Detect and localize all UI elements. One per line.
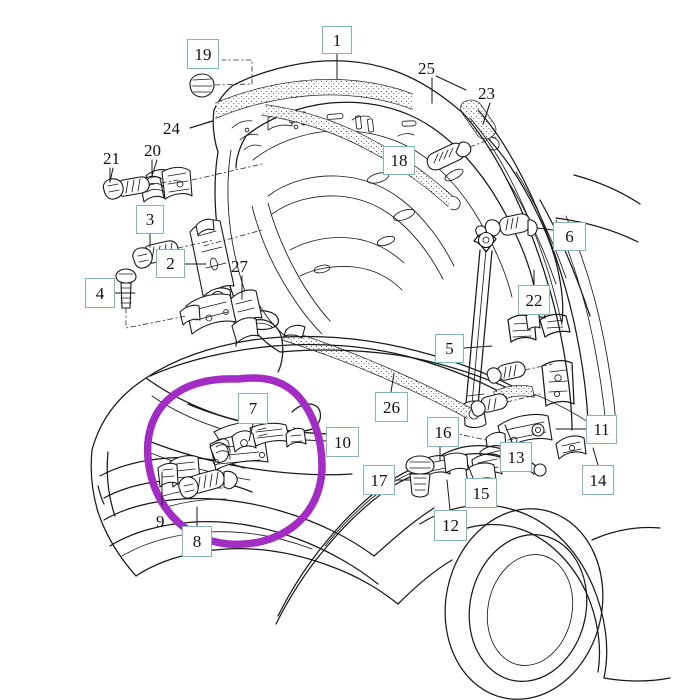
part-20-lock-cylinder	[139, 159, 263, 203]
part-27-bracket	[227, 275, 263, 344]
callout-14[interactable]: 14	[582, 465, 614, 495]
callout-11[interactable]: 11	[586, 415, 617, 444]
callout-19[interactable]: 19	[187, 39, 219, 69]
label-24: 24	[163, 119, 180, 138]
purple-highlight-annotation	[143, 374, 326, 549]
callout-13[interactable]: 13	[500, 442, 532, 472]
label-21: 21	[103, 149, 120, 168]
part-6-bolt	[475, 213, 554, 238]
part-21-bolt	[102, 167, 179, 200]
car-body-lower	[90, 310, 671, 700]
leader-24	[189, 120, 213, 129]
label-9: 9	[156, 512, 165, 531]
label-20: 20	[144, 141, 161, 160]
callout-10[interactable]: 10	[326, 427, 359, 457]
callout-3[interactable]: 3	[136, 205, 164, 234]
body-a-pillar	[461, 109, 641, 439]
callout-26[interactable]: 26	[375, 392, 408, 422]
label-27: 27	[231, 257, 248, 276]
callout-17[interactable]: 17	[363, 465, 395, 495]
leader-23	[482, 102, 491, 125]
callout-12[interactable]: 12	[434, 510, 467, 541]
part-8-bolt	[178, 469, 238, 527]
callout-6[interactable]: 6	[553, 222, 586, 251]
callout-1[interactable]: 1	[322, 26, 352, 54]
part-26-rod	[282, 324, 471, 419]
part-19-buffer	[189, 59, 253, 98]
callout-16[interactable]: 16	[427, 417, 459, 447]
leader-20	[151, 159, 158, 177]
part-2-hinge	[179, 218, 263, 335]
part-7-latch-assembly	[209, 420, 291, 471]
callout-15[interactable]: 15	[465, 478, 497, 508]
part-18-bolt	[426, 136, 497, 171]
callout-7[interactable]: 7	[238, 393, 268, 424]
part-14-clip	[555, 435, 599, 466]
callout-18[interactable]: 18	[383, 146, 415, 175]
part-17-plug	[394, 455, 435, 498]
label-23: 23	[478, 84, 495, 103]
leader-21	[109, 167, 114, 183]
callout-22[interactable]: 22	[518, 285, 550, 315]
callout-4[interactable]: 4	[85, 278, 115, 308]
callout-5[interactable]: 5	[435, 334, 464, 363]
misc-fasteners-right	[470, 361, 553, 417]
callout-8[interactable]: 8	[182, 526, 212, 557]
callout-2[interactable]: 2	[156, 249, 185, 278]
label-25: 25	[418, 59, 435, 78]
part-4-screw	[114, 268, 187, 329]
